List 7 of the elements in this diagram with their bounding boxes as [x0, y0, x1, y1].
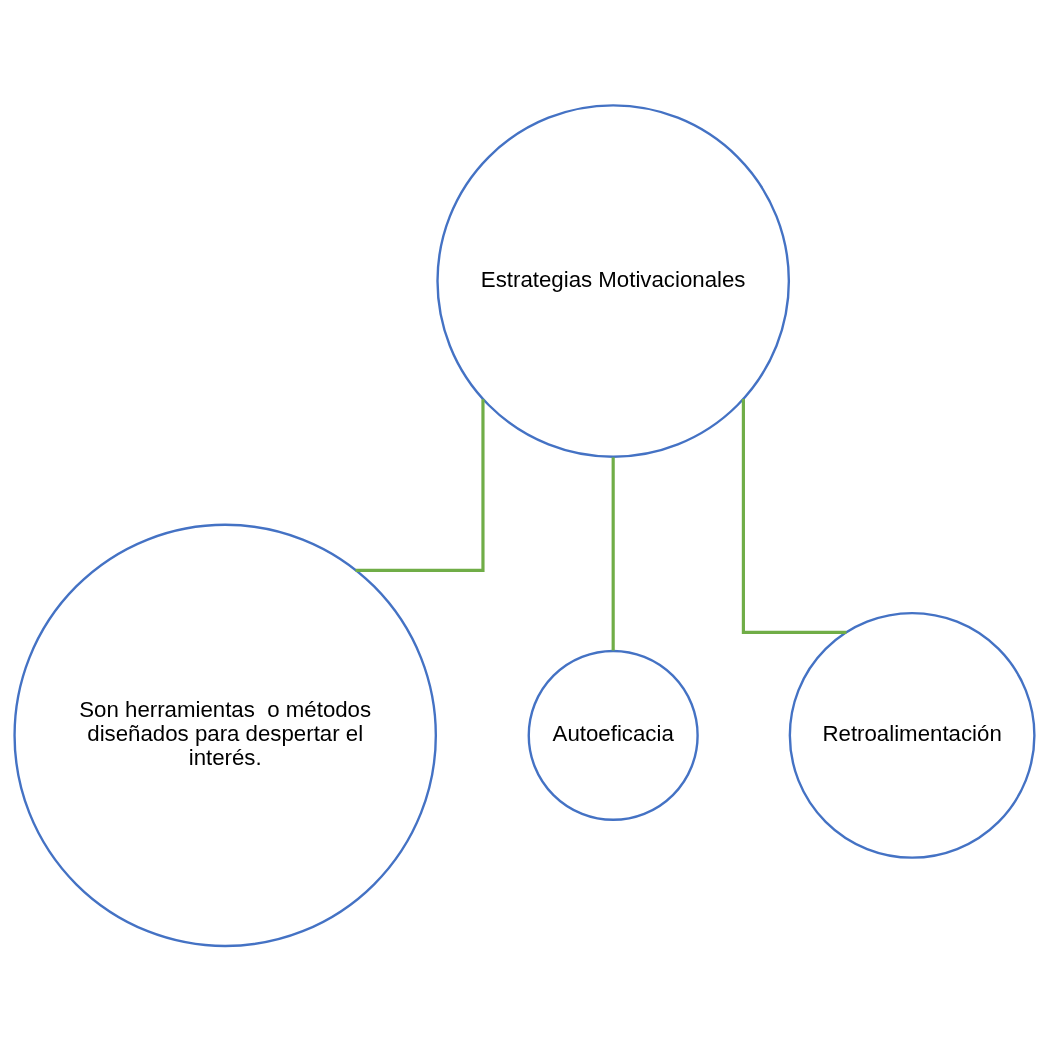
connector — [741, 398, 847, 634]
connector — [355, 398, 485, 572]
node-circle: Estrategias Motivacionales — [436, 103, 791, 458]
node-circle: Retroalimentación — [788, 611, 1036, 859]
node-circle: Son herramientas o métodos diseñados para despertar el interés. — [13, 523, 437, 947]
connector — [611, 456, 615, 650]
node-circle: Autoeficacia — [527, 649, 699, 821]
